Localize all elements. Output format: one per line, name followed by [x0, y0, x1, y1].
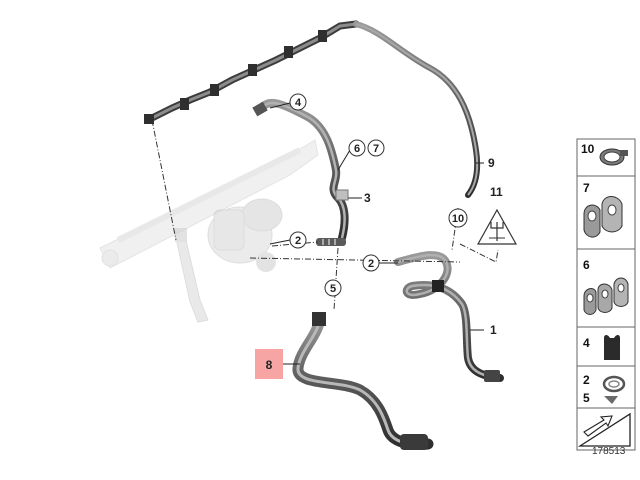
legend-item-4[interactable]: 4	[577, 335, 635, 367]
fuel-rail-ghost	[99, 139, 319, 269]
svg-text:7: 7	[373, 143, 379, 155]
spring-clip-icon	[602, 375, 626, 404]
svg-text:6: 6	[354, 143, 360, 155]
callout-9: 9	[488, 156, 495, 170]
diagram-id-number: 178513	[592, 446, 626, 457]
svg-text:2: 2	[295, 235, 301, 247]
rubber-grommet-icon	[604, 335, 620, 360]
rail-return-line	[144, 20, 360, 124]
callout-2a: 2	[289, 231, 307, 249]
callout-1: 1	[490, 323, 497, 337]
fuel-line-1	[394, 251, 504, 382]
callout-11: 11	[490, 185, 503, 199]
callout-10: 10	[448, 208, 468, 228]
callout-5: 5	[324, 279, 342, 297]
leader-lines	[269, 102, 484, 365]
svg-text:4: 4	[583, 336, 590, 350]
fuel-line-8	[292, 312, 434, 450]
legend-item-2-5[interactable]: 2 5	[577, 373, 635, 409]
triple-clip-icon	[583, 277, 629, 315]
warning-triangle-icon	[476, 208, 518, 245]
fuel-line-3	[252, 99, 349, 242]
svg-text:5: 5	[330, 283, 336, 295]
hose-clamp-icon	[599, 148, 628, 166]
diagram-arrow-icon	[577, 412, 631, 447]
svg-text:7: 7	[583, 181, 590, 195]
svg-text:10: 10	[452, 213, 464, 225]
svg-text:4: 4	[295, 97, 302, 109]
connector-fitting-2a	[316, 238, 346, 246]
svg-text:2: 2	[368, 258, 374, 270]
callout-4: 4	[289, 93, 307, 111]
callout-7: 7	[367, 139, 385, 157]
svg-text:3: 3	[364, 191, 371, 205]
highlighted-callout-8[interactable]: 8	[255, 349, 283, 379]
callout-2b: 2	[362, 254, 380, 272]
svg-text:10: 10	[581, 142, 595, 156]
injector-ghost	[175, 228, 209, 323]
fuel-line-9	[353, 21, 481, 198]
callout-3: 3	[364, 191, 371, 205]
svg-text:8: 8	[266, 358, 273, 372]
callout-6: 6	[348, 139, 366, 157]
legend-item-6[interactable]: 6	[577, 258, 635, 328]
svg-text:1: 1	[490, 323, 497, 337]
legend-item-7[interactable]: 7	[577, 181, 635, 250]
double-clip-icon	[583, 196, 623, 238]
svg-text:5: 5	[583, 391, 590, 405]
high-pressure-pump-ghost	[207, 198, 283, 272]
svg-text:11: 11	[490, 185, 503, 199]
svg-text:6: 6	[583, 258, 590, 272]
svg-text:9: 9	[488, 156, 495, 170]
svg-text:2: 2	[583, 373, 590, 387]
legend-item-10[interactable]: 10	[577, 142, 635, 177]
parts-legend: 10 7 6	[576, 138, 636, 451]
